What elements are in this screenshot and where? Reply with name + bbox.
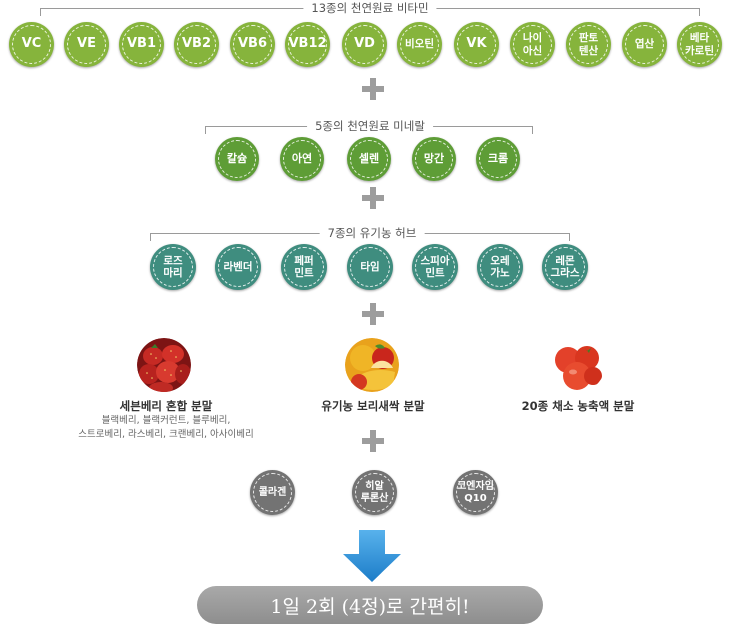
ingredient-line: 스트로베리, 라스베리, 크랜베리, 아사이베리 (78, 428, 254, 440)
herb-circle-lemongrass: 레몬 그라스 (542, 244, 588, 290)
herb-circle-thyme: 타임 (347, 244, 393, 290)
fruit-image (345, 338, 399, 392)
mineral-label: 아연 (291, 151, 313, 165)
vitamin-circle-vb2: VB2 (174, 22, 219, 67)
vitamin-circle-vb6: VB6 (230, 22, 275, 67)
tomato-image (551, 338, 605, 392)
plus-icon (362, 78, 384, 100)
herb-label: 스피아 민트 (420, 254, 450, 279)
mineral-label: 셀렌 (358, 151, 380, 165)
vitamin-label: VB12 (288, 36, 327, 52)
vitamin-circle-vc: VC (9, 22, 54, 67)
vitamin-label: VD (354, 36, 375, 52)
vitamin-circle-vb12: VB12 (285, 22, 330, 67)
herb-label: 페퍼 민트 (294, 254, 314, 279)
herb-label: 오레 가노 (490, 254, 510, 279)
dosage-banner: 1일 2회 (4정)로 간편히! (197, 586, 543, 624)
herb-label: 로즈 마리 (163, 254, 183, 279)
herb-circle-peppermint: 페퍼 민트 (281, 244, 327, 290)
barley-powder-title: 유기농 보리새싹 분말 (321, 399, 425, 413)
supplement-circle-hyaluronic: 히알 루론산 (352, 470, 397, 515)
vitamin-section-title: 13종의 천연원료 비타민 (303, 0, 437, 16)
berry-powder-title: 세븐베리 혼합 분말 (119, 399, 213, 413)
herb-label: 레몬 그라스 (550, 254, 580, 279)
vitamin-circle-vk: VK (454, 22, 499, 67)
herb-label: 타임 (360, 260, 380, 273)
vitamin-label: VB2 (181, 36, 211, 52)
mineral-section-title: 5종의 천연원료 미네랄 (307, 118, 433, 134)
vegetable-powder-title: 20종 채소 농축액 분말 (521, 399, 635, 413)
ingredient-line: 블랙베리, 블랙커런트, 블루베리, (101, 415, 231, 426)
mineral-circle-manganese: 망간 (412, 137, 456, 181)
vitamin-label: VE (77, 36, 96, 52)
supplement-label: 콜라겐 (258, 486, 287, 498)
vitamin-circle-vd: VD (342, 22, 387, 67)
vitamin-circle-pantothenic: 판토 텐산 (566, 22, 611, 67)
mineral-circle-chromium: 크롬 (476, 137, 520, 181)
vitamin-label: VB6 (237, 36, 267, 52)
vitamin-circle-ve: VE (64, 22, 109, 67)
vitamin-circle-niacin: 나이 아신 (510, 22, 555, 67)
plus-icon (362, 303, 384, 325)
vitamin-label: VK (466, 36, 487, 52)
vitamin-circle-vb1: VB1 (119, 22, 164, 67)
supplement-circle-collagen: 콜라겐 (250, 470, 295, 515)
herb-label: 라벤더 (223, 260, 253, 273)
mineral-label: 크롬 (487, 151, 509, 165)
supplement-circle-coq10: 코엔자임 Q10 (453, 470, 498, 515)
mineral-label: 칼슘 (226, 151, 248, 165)
herb-circle-rosemary: 로즈 마리 (150, 244, 196, 290)
vitamin-circle-folate: 엽산 (622, 22, 667, 67)
vitamin-label: 엽산 (634, 38, 655, 51)
vitamin-label: VC (21, 36, 42, 52)
herb-circle-lavender: 라벤더 (215, 244, 261, 290)
supplement-label: 코엔자임 Q10 (457, 481, 494, 504)
mineral-circle-selenium: 셀렌 (347, 137, 391, 181)
vitamin-circle-betacarotene: 베타 카로틴 (677, 22, 722, 67)
vitamin-label: 나이 아신 (522, 32, 543, 57)
vitamin-circle-biotin: 비오틴 (397, 22, 442, 67)
herb-circle-spearmint: 스피아 민트 (412, 244, 458, 290)
berry-powder-ingredients: 블랙베리, 블랙커런트, 블루베리, 스트로베리, 라스베리, 크랜베리, 아사… (78, 414, 253, 442)
plus-icon (362, 430, 384, 452)
plus-icon (362, 187, 384, 209)
herb-section-title: 7종의 유기농 허브 (319, 225, 425, 241)
vitamin-label: VB1 (126, 36, 156, 52)
berry-image (137, 338, 191, 392)
mineral-circle-calcium: 칼슘 (215, 137, 259, 181)
herb-circle-oregano: 오레 가노 (477, 244, 523, 290)
mineral-circle-zinc: 아연 (280, 137, 324, 181)
vitamin-label: 비오틴 (405, 38, 434, 51)
vitamin-label: 판토 텐산 (578, 32, 599, 57)
mineral-label: 망간 (423, 151, 445, 165)
arrow-down-icon (343, 530, 401, 582)
supplement-label: 히알 루론산 (360, 481, 389, 504)
vitamin-label: 베타 카로틴 (685, 32, 714, 57)
